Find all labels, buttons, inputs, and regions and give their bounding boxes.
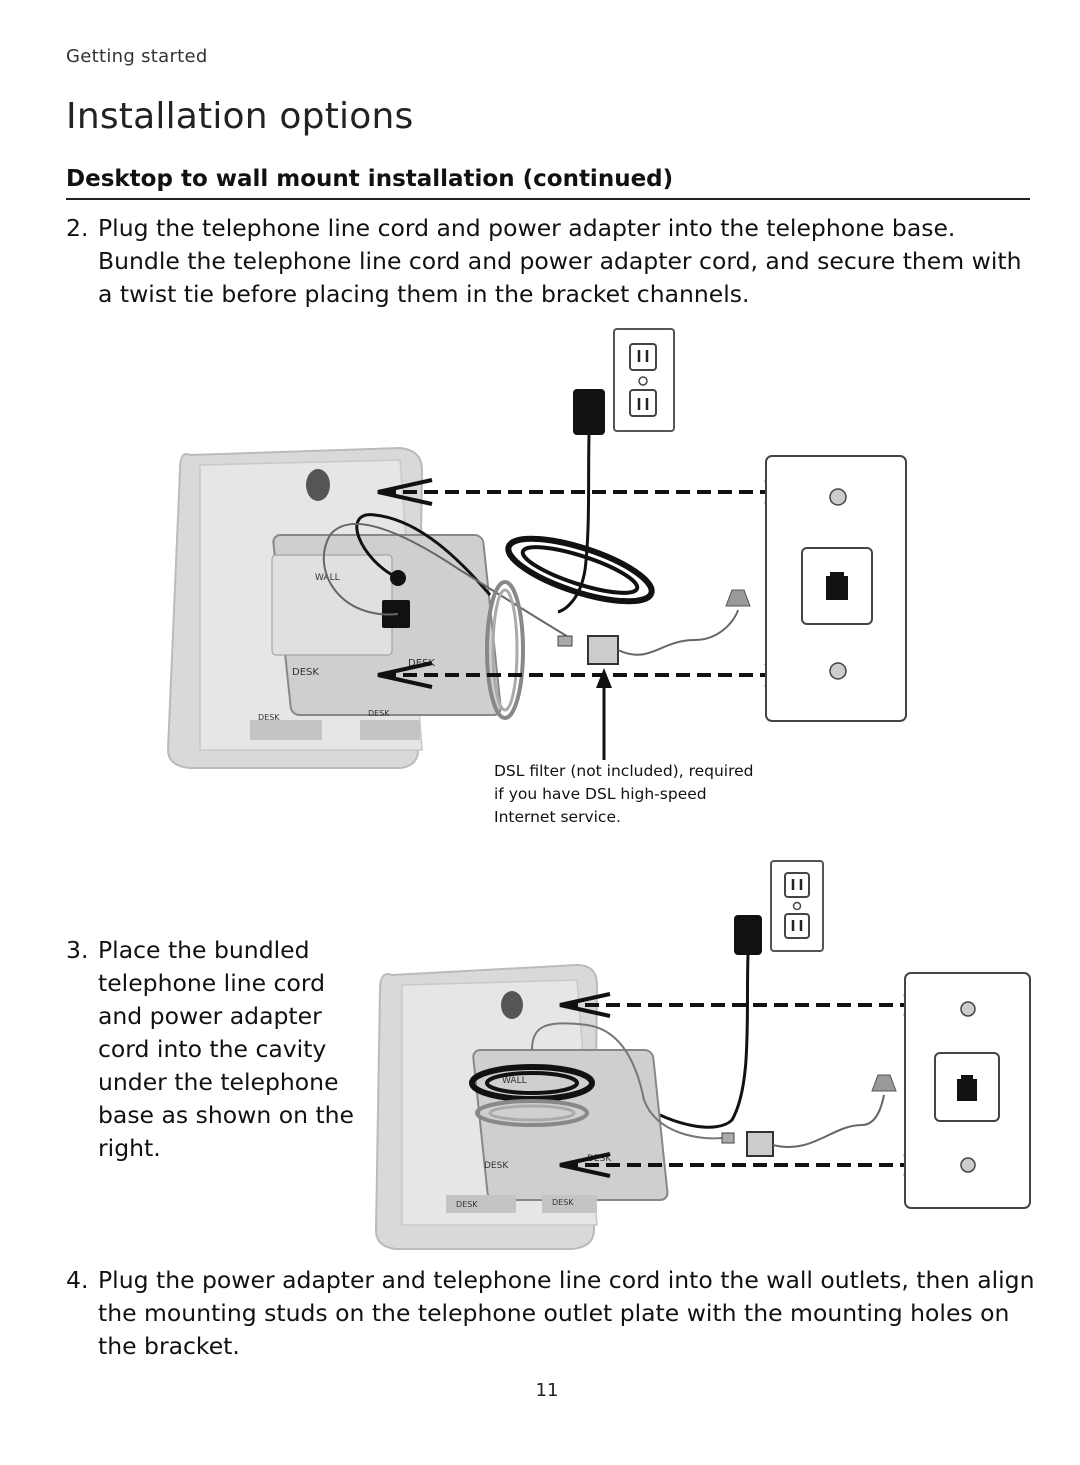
step-2: 2. Plug the telephone line cord and powe… — [66, 212, 1046, 322]
coiled-line-cord-icon — [485, 580, 525, 720]
step-4-number: 4. — [66, 1266, 89, 1294]
dsl-filter-icon — [746, 1131, 774, 1157]
figure-2-illustration: WALL DESK DESK DESK DESK — [374, 860, 1031, 1250]
desk-label: DESK — [552, 1198, 574, 1207]
dsl-filter-icon — [587, 635, 619, 665]
desk-label: DESK — [292, 667, 319, 678]
page-number: 11 — [535, 1380, 559, 1401]
phone-base-bracket: WALL DESK DESK DESK DESK — [166, 446, 502, 769]
dsl-filter-caption: DSL filter (not included), required if y… — [494, 762, 754, 826]
desk-label: DESK — [368, 709, 390, 718]
heading-rule — [66, 198, 1030, 200]
step-3-text: Place the bundled telephone line cord an… — [98, 936, 355, 1162]
desk-label: DESK — [456, 1200, 478, 1209]
desk-label: DESK — [258, 713, 280, 722]
step-2-text: Plug the telephone line cord and power a… — [98, 214, 1022, 308]
wall-label: WALL — [502, 1076, 527, 1086]
phone-jack-wall-plate — [904, 972, 1031, 1209]
coiled-line-cord-icon — [475, 1099, 589, 1127]
step-3-number: 3. — [66, 936, 89, 964]
step-4-text: Plug the power adapter and telephone lin… — [98, 1266, 1035, 1360]
step-3: 3. Place the bundled telephone line cord… — [66, 934, 366, 1164]
power-adapter-icon — [734, 915, 762, 955]
page-title: Installation options — [66, 96, 414, 137]
power-outlet-icon — [770, 860, 824, 952]
section-label: Getting started — [66, 46, 208, 67]
figure-1-illustration: WALL DESK DESK DESK DESK — [166, 328, 907, 769]
subheading: Desktop to wall mount installation (cont… — [66, 166, 674, 192]
desk-label: DESK — [484, 1161, 509, 1171]
power-outlet-icon — [613, 328, 675, 432]
desk-label: DESK — [587, 1154, 612, 1164]
coiled-power-cord-icon — [505, 535, 655, 605]
step-2-number: 2. — [66, 214, 89, 242]
phone-jack-wall-plate — [765, 455, 907, 722]
step-4: 4. Plug the power adapter and telephone … — [66, 1264, 1046, 1374]
power-adapter-icon — [573, 389, 605, 435]
